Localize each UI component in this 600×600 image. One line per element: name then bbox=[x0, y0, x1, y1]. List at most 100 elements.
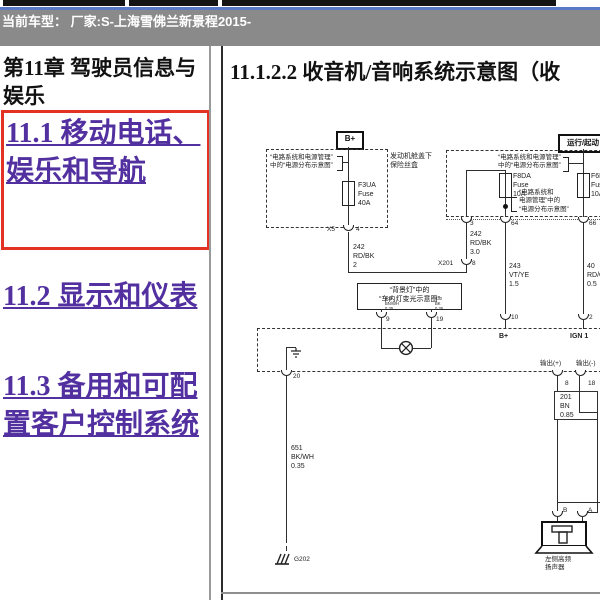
pin-b-label: B bbox=[563, 507, 568, 514]
pin-20-label: 20 bbox=[293, 373, 301, 380]
pin-8-label: 8 bbox=[565, 380, 569, 387]
toolbar-button-remnant[interactable] bbox=[222, 0, 556, 6]
pin-2-label: 2 bbox=[589, 314, 593, 321]
wire-242-ip-label: 242 RD/BK 3.0 bbox=[470, 231, 492, 257]
pin-19-label: 19 bbox=[436, 316, 444, 323]
pin-66-label: 66 bbox=[589, 220, 597, 227]
wire bbox=[579, 412, 598, 413]
wire bbox=[557, 376, 558, 516]
ip-fusebox-outline bbox=[446, 150, 600, 217]
fuse-f6da-label: F6DA Fuse 10A bbox=[591, 173, 600, 199]
wire bbox=[286, 546, 287, 551]
pin-3-label: 3 bbox=[470, 220, 474, 227]
fuse-f3ua-symbol bbox=[342, 181, 355, 206]
pin-a-label: A bbox=[588, 507, 593, 514]
wire bbox=[568, 163, 583, 164]
junction-dot bbox=[503, 204, 508, 209]
wire bbox=[381, 318, 382, 329]
fuse-f3ua-label: F3UA Fuse 40A bbox=[358, 182, 376, 208]
wire bbox=[348, 232, 349, 272]
wire bbox=[579, 376, 580, 412]
output-negative-label: 输出(-) bbox=[576, 360, 596, 367]
wire-243-label: 243 VT/YE 1.5 bbox=[509, 263, 530, 289]
chassis-ground-icon bbox=[291, 348, 301, 358]
content-pane bbox=[221, 46, 600, 600]
current-model-text: 当前车型： 厂家:S-上海雪佛兰新景程2015- bbox=[2, 14, 252, 29]
engine-fusebox-outline bbox=[266, 149, 388, 228]
wire bbox=[342, 162, 348, 163]
wire bbox=[505, 320, 506, 329]
radio-bplus-label: B+ bbox=[499, 333, 509, 340]
power-distribution-reference: “电路系统和电源管理” 中的“电源分布示意图” bbox=[270, 154, 333, 170]
wire-201-label: 201 BN 0.85 bbox=[560, 394, 574, 420]
selection-highlight-box: 11.1 移动电话、娱乐和导航 bbox=[1, 110, 210, 250]
reference-bracket bbox=[511, 197, 517, 212]
wire bbox=[348, 147, 349, 227]
wire-308-label: 308 BN/WH 0.35 bbox=[385, 296, 399, 312]
connector-row-line bbox=[446, 219, 600, 220]
wire bbox=[286, 347, 296, 348]
wire bbox=[583, 149, 584, 173]
wire bbox=[286, 347, 287, 370]
speaker-icon bbox=[534, 521, 594, 554]
pin-64-label: 64 bbox=[511, 220, 519, 227]
toolbar-button-remnant[interactable] bbox=[129, 0, 218, 6]
wire bbox=[466, 170, 467, 218]
ground-g202-icon bbox=[275, 553, 290, 565]
sidebar-link-11-1[interactable]: 11.1 移动电话、娱乐和导航 bbox=[6, 118, 201, 187]
wire bbox=[466, 265, 467, 273]
connector-x5-label: X5 bbox=[327, 226, 335, 233]
power-distribution-reference: “电路系统和 电源管理”中的 “电源分布示意图” bbox=[519, 189, 569, 213]
wire bbox=[582, 516, 583, 522]
chapter-title: 第11章 驾驶员信息与娱乐 bbox=[3, 56, 197, 109]
reference-bracket bbox=[337, 156, 343, 171]
wire bbox=[583, 320, 584, 329]
radio-unit-outline bbox=[257, 328, 600, 372]
sidebar-link-11-2[interactable]: 11.2 显示和仪表 bbox=[3, 281, 198, 312]
pin-10-label: 10 bbox=[511, 314, 519, 321]
page-bottom-rule bbox=[221, 592, 600, 594]
wire bbox=[466, 223, 467, 259]
wire bbox=[583, 223, 584, 316]
wire bbox=[583, 173, 584, 218]
wire bbox=[348, 272, 466, 273]
fuse-f8da-label: F8DA Fuse 10A bbox=[513, 173, 531, 199]
current-model-bar: 当前车型： 厂家:S-上海雪佛兰新景程2015- bbox=[0, 10, 600, 46]
sidebar-link-11-3[interactable]: 11.3 备用和可配置客户控制系统 bbox=[3, 371, 200, 440]
connector-x201-label: X201 bbox=[438, 260, 454, 267]
run-start-box: 运行/起动 bbox=[558, 134, 600, 153]
wire bbox=[505, 223, 506, 316]
pin-9-label: 9 bbox=[386, 316, 390, 323]
wire-201-label-box bbox=[554, 391, 598, 420]
pane-splitter[interactable] bbox=[209, 46, 211, 600]
wire bbox=[431, 329, 432, 348]
toc-sidebar: 第11章 驾驶员信息与娱乐 11.1 移动电话、娱乐和导航 11.2 显示和仪表… bbox=[0, 46, 210, 600]
wire bbox=[466, 170, 505, 171]
radio-ign1-label: IGN 1 bbox=[570, 333, 589, 340]
wire-651-label: 651 BK/WH 0.35 bbox=[291, 445, 314, 471]
battery-feed-box: B+ bbox=[336, 131, 364, 150]
toolbar-button-remnant[interactable] bbox=[3, 0, 125, 6]
speaker-label: 左侧高频 扬声器 bbox=[545, 556, 571, 572]
wire bbox=[557, 502, 600, 503]
reference-bracket bbox=[563, 157, 569, 172]
wire bbox=[381, 309, 382, 313]
pin-18-label: 18 bbox=[588, 380, 596, 387]
wire bbox=[505, 170, 506, 218]
pin-8-x201-label: 8 bbox=[472, 260, 476, 267]
ground-g202-label: G202 bbox=[294, 556, 310, 563]
fuse-f6da-symbol bbox=[577, 173, 590, 198]
wire-40-label: 40 RD/GN 0.5 bbox=[587, 263, 600, 289]
pin-4-label: 4 bbox=[356, 226, 360, 233]
wire bbox=[582, 512, 598, 513]
wire bbox=[381, 329, 382, 348]
output-positive-label: 输出(+) bbox=[540, 360, 562, 367]
wire bbox=[557, 516, 558, 522]
wire bbox=[286, 376, 287, 543]
wire-330-label: 330 BK 0.35 bbox=[435, 296, 444, 312]
wire bbox=[597, 412, 598, 512]
engine-fusebox-label: 发动机舱盖下 保险丝盒 bbox=[390, 153, 432, 170]
wire-242-engine-label: 242 RD/BK 2 bbox=[353, 244, 375, 270]
section-title: 11.1.2.2 收音机/音响系统示意图（收 bbox=[230, 60, 561, 84]
